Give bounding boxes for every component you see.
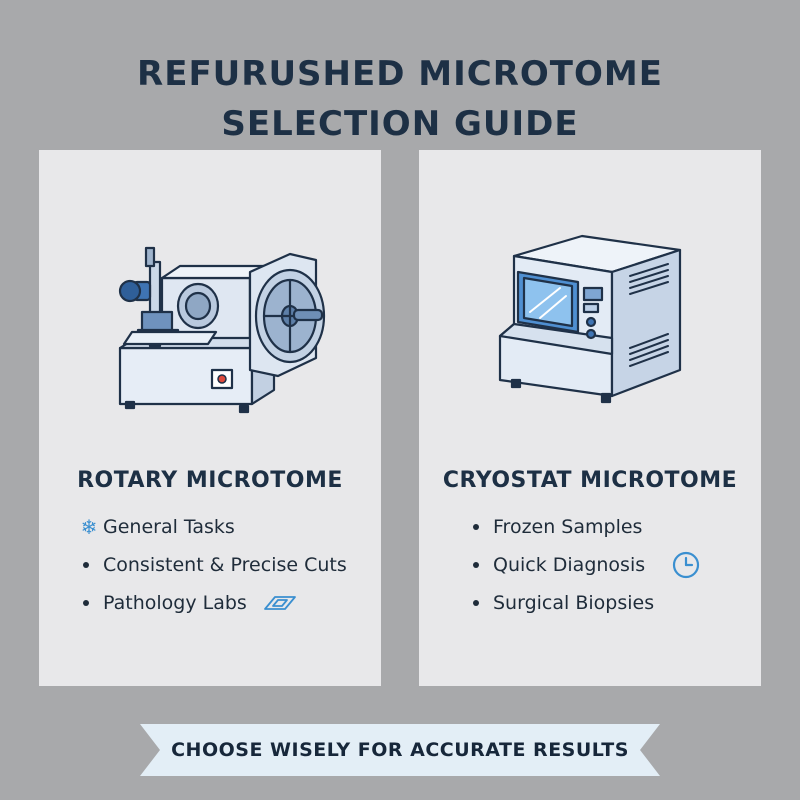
bullet-icon <box>473 524 479 530</box>
banner-text: CHOOSE WISELY FOR ACCURATE RESULTS <box>171 739 629 761</box>
bottom-ribbon-banner: CHOOSE WISELY FOR ACCURATE RESULTS <box>140 724 660 776</box>
microscope-slide-icon <box>263 596 296 610</box>
feature-label: Frozen Samples <box>493 516 643 538</box>
feature-label: Surgical Biopsies <box>493 592 655 614</box>
rotary-microtome-illustration <box>118 246 326 414</box>
rotary-microtome-title: ROTARY MICROTOME <box>77 468 343 494</box>
cryostat-feature-quick-diagnosis: Quick Diagnosis <box>467 546 701 584</box>
cryostat-feature-frozen-samples: Frozen Samples <box>467 508 701 546</box>
rotary-microtome-card: ROTARY MICROTOME ❄ General Tasks Consist… <box>39 150 381 686</box>
cryostat-microtome-card: CRYOSTAT MICROTOME Frozen Samples Quick … <box>419 150 761 686</box>
bullet-icon <box>83 600 89 606</box>
feature-label: Consistent & Precise Cuts <box>103 554 347 576</box>
cryostat-microtome-illustration <box>498 234 682 404</box>
cryostat-feature-surgical-biopsies: Surgical Biopsies <box>467 584 701 622</box>
bullet-icon <box>473 562 479 568</box>
bullet-icon <box>473 600 479 606</box>
rotary-feature-pathology-labs: Pathology Labs <box>77 584 347 622</box>
page-title: REFURUSHED MICROTOME SELECTION GUIDE <box>0 49 800 149</box>
snowflake-icon: ❄ <box>80 515 98 539</box>
page-title-line-1: REFURUSHED MICROTOME <box>137 53 663 94</box>
rotary-feature-list: ❄ General Tasks Consistent & Precise Cut… <box>77 508 347 622</box>
cryostat-feature-list: Frozen Samples Quick Diagnosis Surgical … <box>467 508 701 622</box>
clock-icon <box>673 551 700 579</box>
cryostat-microtome-title: CRYOSTAT MICROTOME <box>442 468 738 494</box>
rotary-feature-general-tasks: ❄ General Tasks <box>77 508 347 546</box>
feature-label: Pathology Labs <box>103 592 247 614</box>
page-title-line-2: SELECTION GUIDE <box>221 103 579 144</box>
feature-label: Quick Diagnosis <box>493 554 646 576</box>
ribbon-shape <box>140 724 660 776</box>
rotary-feature-precise-cuts: Consistent & Precise Cuts <box>77 546 347 584</box>
bullet-icon <box>83 562 89 568</box>
feature-label: General Tasks <box>103 516 235 538</box>
